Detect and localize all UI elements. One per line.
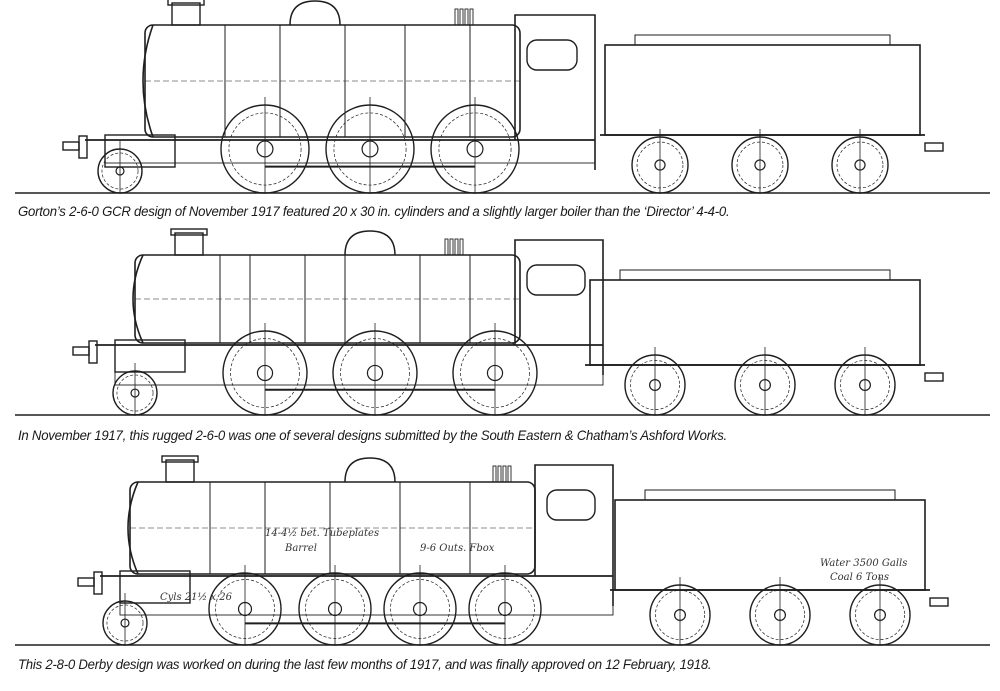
driving-wheel [332, 323, 418, 416]
chimney-cap [167, 0, 205, 6]
tender-wheel [834, 347, 896, 416]
tender-wheel [731, 129, 789, 194]
driving-wheel [430, 97, 520, 194]
caption-derby-2-8-0: This 2-8-0 Derby design was worked on du… [18, 657, 712, 672]
cab-window [526, 264, 586, 296]
safety-valve [469, 8, 474, 26]
leading-wheel [97, 141, 143, 194]
tender-wheel [624, 347, 686, 416]
tender-coal-rails [619, 269, 891, 281]
leading-wheel [112, 363, 158, 416]
steam-dome [344, 230, 396, 256]
locomotive-2 [15, 228, 990, 416]
front-buffer [77, 577, 95, 587]
drawing-annotation: Coal 6 Tons [830, 572, 889, 583]
safety-valve [497, 465, 502, 483]
tender-wheel [649, 577, 711, 646]
caption-secr-2-6-0: In November 1917, this rugged 2-6-0 was … [18, 428, 727, 443]
tender-wheel [734, 347, 796, 416]
cab-window [546, 489, 596, 521]
cylinder [114, 339, 186, 373]
smokebox-door [127, 481, 139, 575]
front-buffer [62, 141, 80, 151]
steam-dome [344, 457, 396, 483]
safety-valve [459, 8, 464, 26]
driving-wheel [222, 323, 308, 416]
chimney [171, 2, 201, 26]
wheel-tyre [106, 604, 144, 642]
tender-wheel [631, 129, 689, 194]
cab-window [526, 39, 578, 71]
driving-wheel [383, 565, 457, 646]
frames [104, 139, 596, 164]
steam-dome [289, 0, 341, 26]
drawing-annotation: 9-6 Outs. Fbox [420, 543, 495, 554]
smokebox-door [132, 254, 144, 344]
tender-wheel [749, 577, 811, 646]
safety-valve [492, 465, 497, 483]
safety-valve [444, 238, 449, 256]
tender-buffer [924, 372, 944, 382]
drawing-annotation: Water 3500 Galls [820, 558, 907, 569]
safety-valve [464, 8, 469, 26]
tender-coal-rails [634, 34, 891, 46]
tender-buffer [929, 597, 949, 607]
leading-wheel [102, 593, 148, 646]
locomotive-3 [15, 455, 990, 646]
cab [514, 14, 596, 170]
front-buffer [72, 346, 90, 356]
cab [534, 464, 614, 606]
cylinder [119, 570, 191, 604]
chimney [165, 459, 195, 483]
safety-valve [454, 8, 459, 26]
driving-wheel [325, 97, 415, 194]
cab [514, 239, 604, 375]
safety-valve [507, 465, 512, 483]
safety-valve [449, 238, 454, 256]
drawing-annotation: Cyls 21½ x 26 [160, 592, 233, 603]
locomotive-1 [15, 0, 990, 194]
driving-wheel [220, 97, 310, 194]
safety-valve [459, 238, 464, 256]
driving-wheel [452, 323, 538, 416]
smokebox-door [142, 24, 154, 138]
wheel-tyre [116, 374, 154, 412]
caption-gcr-2-6-0: Gorton’s 2-6-0 GCR design of November 19… [18, 204, 730, 219]
chimney [174, 232, 204, 256]
driving-wheel [468, 565, 542, 646]
tender-wheel [831, 129, 889, 194]
driving-wheel [208, 565, 282, 646]
drawing-annotation: Barrel [284, 543, 317, 554]
tender-tank [589, 279, 921, 366]
driving-wheel [298, 565, 372, 646]
tender-tank [604, 44, 921, 136]
frames [114, 344, 604, 386]
tender-wheel [849, 577, 911, 646]
tender-buffer [924, 142, 944, 152]
safety-valve [502, 465, 507, 483]
chimney-cap [161, 455, 199, 463]
drawing-annotation: 14-4½ bet. Tubeplates [265, 528, 379, 539]
cylinder [104, 134, 176, 168]
tender-coal-rails [644, 489, 896, 501]
safety-valve [454, 238, 459, 256]
wheel-tyre [101, 152, 139, 190]
chimney-cap [170, 228, 208, 236]
